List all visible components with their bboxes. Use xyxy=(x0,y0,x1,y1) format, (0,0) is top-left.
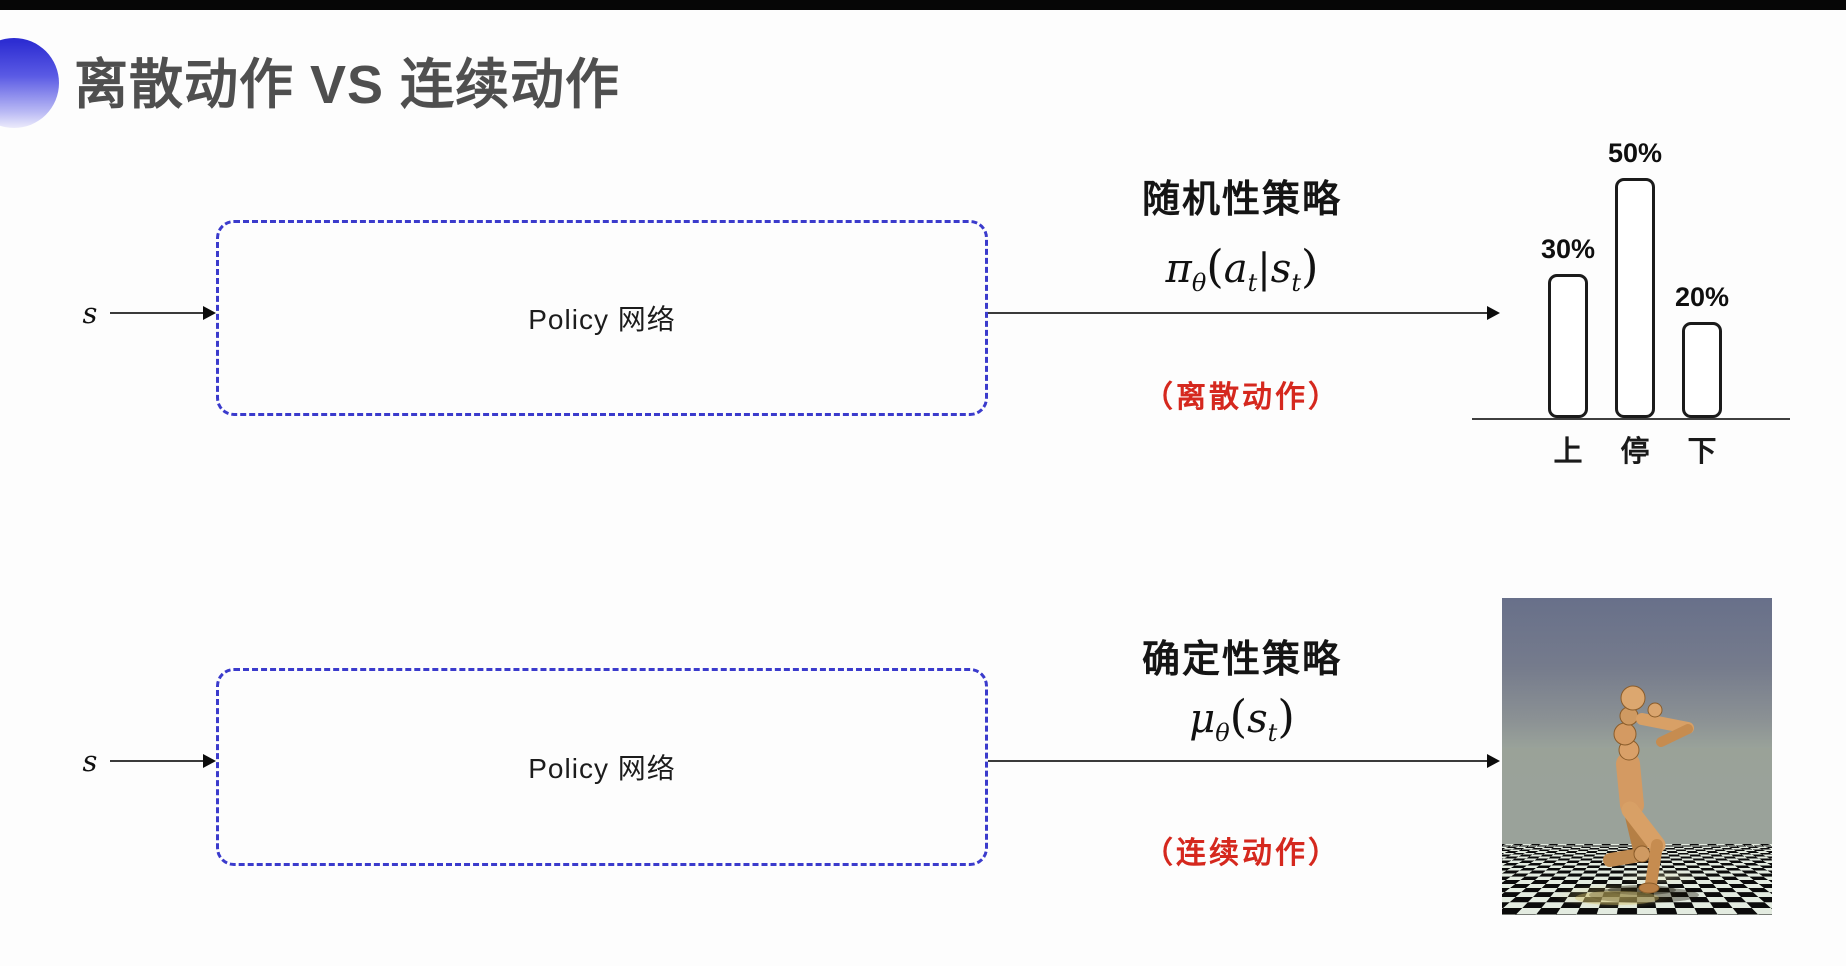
chart-bar xyxy=(1615,178,1655,418)
formula-t-sub: t xyxy=(1291,269,1301,297)
humanoid-simulation-image xyxy=(1502,598,1772,915)
state-input-label-top: s xyxy=(82,296,98,330)
policy-network-box-bottom: Policy 网络 xyxy=(216,668,988,866)
formula-bar: | xyxy=(1257,246,1271,292)
discrete-action-note: （离散动作） xyxy=(1143,381,1341,414)
output-arrow-top xyxy=(988,306,1500,320)
arrow-head-icon xyxy=(203,754,216,768)
chart-baseline xyxy=(1472,418,1790,420)
chart-bar xyxy=(1548,274,1588,418)
chart-bar xyxy=(1682,322,1722,418)
bar-column-down: 20% xyxy=(1675,282,1729,418)
policy-network-label: Policy 网络 xyxy=(528,753,676,784)
bar-value-label: 20% xyxy=(1674,282,1730,312)
arrow-head-icon xyxy=(203,306,216,320)
arrow-head-icon xyxy=(1487,754,1500,768)
arrow-line xyxy=(110,760,205,762)
stochastic-policy-formula: πθ(at|st) xyxy=(1042,238,1442,299)
arrow-line xyxy=(988,760,1489,762)
category-label-stop: 停 xyxy=(1620,436,1650,468)
formula-s: s xyxy=(1247,696,1268,742)
formula-s: s xyxy=(1270,246,1292,292)
slide-background: 离散动作 VS 连续动作 s Policy 网络 随机性策略 πθ(at|st)… xyxy=(0,10,1846,966)
formula-close-paren: ) xyxy=(1300,240,1319,293)
humanoid-robot-figure xyxy=(1575,685,1699,905)
state-input-label-bottom: s xyxy=(82,744,98,778)
continuous-action-note: （连续动作） xyxy=(1143,837,1341,870)
stochastic-policy-title: 随机性策略 xyxy=(1141,179,1342,221)
bar-column-stop: 50% xyxy=(1608,138,1662,418)
input-arrow-top xyxy=(110,306,216,320)
deterministic-policy-formula: μθ(st) xyxy=(1042,688,1442,749)
formula-theta-sub: θ xyxy=(1215,719,1230,747)
formula-close-paren: ) xyxy=(1277,690,1295,743)
formula-theta-sub: θ xyxy=(1191,269,1207,297)
category-label-down: 下 xyxy=(1687,436,1717,468)
bar-value-label: 30% xyxy=(1540,234,1596,264)
arrow-line xyxy=(988,312,1489,314)
action-probability-bar-chart: 30% 50% 20% 上 停 下 xyxy=(1460,128,1806,468)
formula-mu: μ xyxy=(1189,696,1216,742)
slide-title: 离散动作 VS 连续动作 xyxy=(74,55,621,115)
bar-value-label: 50% xyxy=(1607,138,1663,168)
input-arrow-bottom xyxy=(110,754,216,768)
title-bullet-sphere-decoration xyxy=(0,38,59,128)
formula-t-sub: t xyxy=(1267,719,1278,747)
policy-network-box-top: Policy 网络 xyxy=(216,220,988,416)
arrow-line xyxy=(110,312,205,314)
deterministic-policy-title: 确定性策略 xyxy=(1141,639,1342,681)
bar-column-up: 30% xyxy=(1541,234,1595,418)
output-arrow-bottom xyxy=(988,754,1500,768)
formula-open-paren: ( xyxy=(1229,690,1248,743)
policy-network-label: Policy 网络 xyxy=(528,304,676,335)
formula-a: a xyxy=(1223,246,1248,292)
category-label-up: 上 xyxy=(1553,436,1583,468)
formula-open-paren: ( xyxy=(1206,240,1224,293)
formula-pi: π xyxy=(1165,246,1192,292)
formula-t-sub: t xyxy=(1247,269,1258,297)
arrow-head-icon xyxy=(1487,306,1500,320)
